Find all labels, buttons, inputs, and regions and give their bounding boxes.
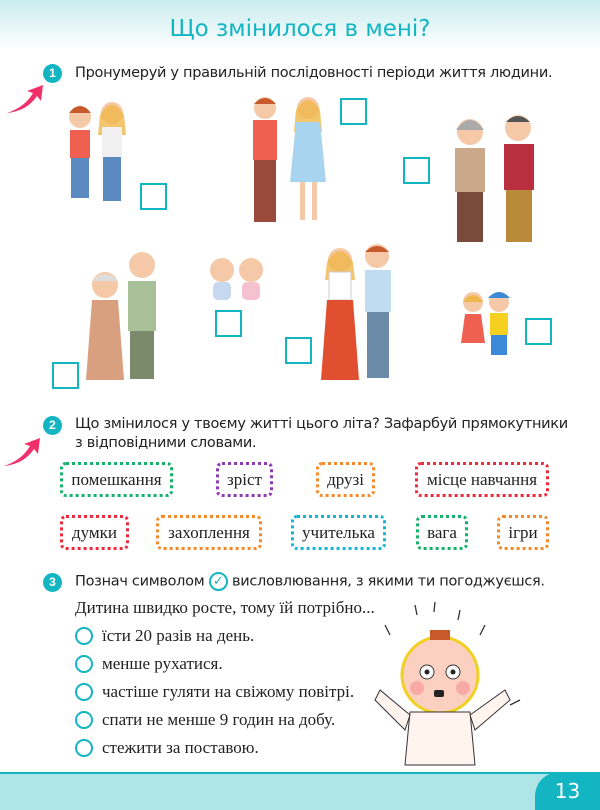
task-number-2: 2 — [43, 416, 62, 435]
word-box[interactable]: місце навчання — [415, 462, 549, 497]
order-box[interactable] — [140, 183, 167, 210]
young-adults-illustration — [253, 97, 326, 222]
radio-circle[interactable] — [75, 655, 93, 673]
header-gradient — [0, 0, 600, 50]
task-2-text-line1: Що змінилося у твоєму житті цього літа? … — [75, 416, 568, 432]
option-label: їсти 20 разів на день. — [102, 626, 255, 645]
option-label: частіше гуляти на свіжому повітрі. — [102, 682, 355, 701]
middle-aged-couple-illustration — [455, 115, 534, 242]
option[interactable]: частіше гуляти на свіжому повітрі. — [75, 682, 354, 702]
page-number: 13 — [535, 772, 600, 810]
option-label: стежити за поставою. — [102, 738, 259, 757]
babies-illustration — [210, 258, 263, 300]
option[interactable]: їсти 20 разів на день. — [75, 626, 254, 646]
check-symbol-icon: ✓ — [208, 572, 228, 591]
order-box[interactable] — [525, 318, 552, 345]
order-box[interactable] — [340, 98, 367, 125]
radio-circle[interactable] — [75, 739, 93, 757]
elderly-couple-illustration — [86, 252, 156, 380]
radio-circle[interactable] — [75, 627, 93, 645]
word-box[interactable]: ігри — [497, 515, 549, 550]
word-box[interactable]: вага — [416, 515, 468, 550]
teen-kids-illustration — [69, 102, 126, 201]
arrow-icon — [7, 85, 43, 113]
task-3-text-before: Познач символом — [75, 573, 205, 590]
order-box[interactable] — [403, 157, 430, 184]
baby-illustration — [374, 601, 521, 766]
task-2-text-line2: з відповідними словами. — [75, 435, 257, 451]
option-label: спати не менше 9 годин на добу. — [102, 710, 336, 729]
adults-couple-illustration — [321, 244, 391, 380]
task-number-3: 3 — [43, 573, 62, 592]
young-children-illustration — [461, 292, 510, 355]
word-box[interactable]: учителька — [291, 515, 386, 550]
option[interactable]: менше рухатися. — [75, 654, 223, 674]
word-box[interactable]: друзі — [316, 462, 375, 497]
order-box[interactable] — [285, 337, 312, 364]
option[interactable]: спати не менше 9 годин на добу. — [75, 710, 335, 730]
radio-circle[interactable] — [75, 683, 93, 701]
word-box[interactable]: захоплення — [156, 515, 262, 550]
statement: Дитина швидко росте, тому їй потрібно... — [75, 598, 375, 617]
task-number-1: 1 — [43, 64, 62, 83]
order-box[interactable] — [215, 310, 242, 337]
option[interactable]: стежити за поставою. — [75, 738, 259, 758]
radio-circle[interactable] — [75, 711, 93, 729]
footer-band — [0, 772, 600, 810]
arrow-icon — [4, 438, 40, 466]
page-title: Що змінилося в мені? — [169, 16, 431, 42]
word-box[interactable]: помешкання — [60, 462, 173, 497]
task-1-text: Пронумеруй у правильній послідовності пе… — [75, 65, 553, 81]
task-3-text-after: висловлювання, з якими ти погоджуєшся. — [231, 573, 545, 590]
order-box[interactable] — [52, 362, 79, 389]
option-label: менше рухатися. — [102, 654, 223, 673]
word-box[interactable]: зріст — [216, 462, 273, 497]
word-box[interactable]: думки — [60, 515, 129, 550]
task-3-text: Познач символом ✓ висловлювання, з якими… — [75, 572, 545, 592]
